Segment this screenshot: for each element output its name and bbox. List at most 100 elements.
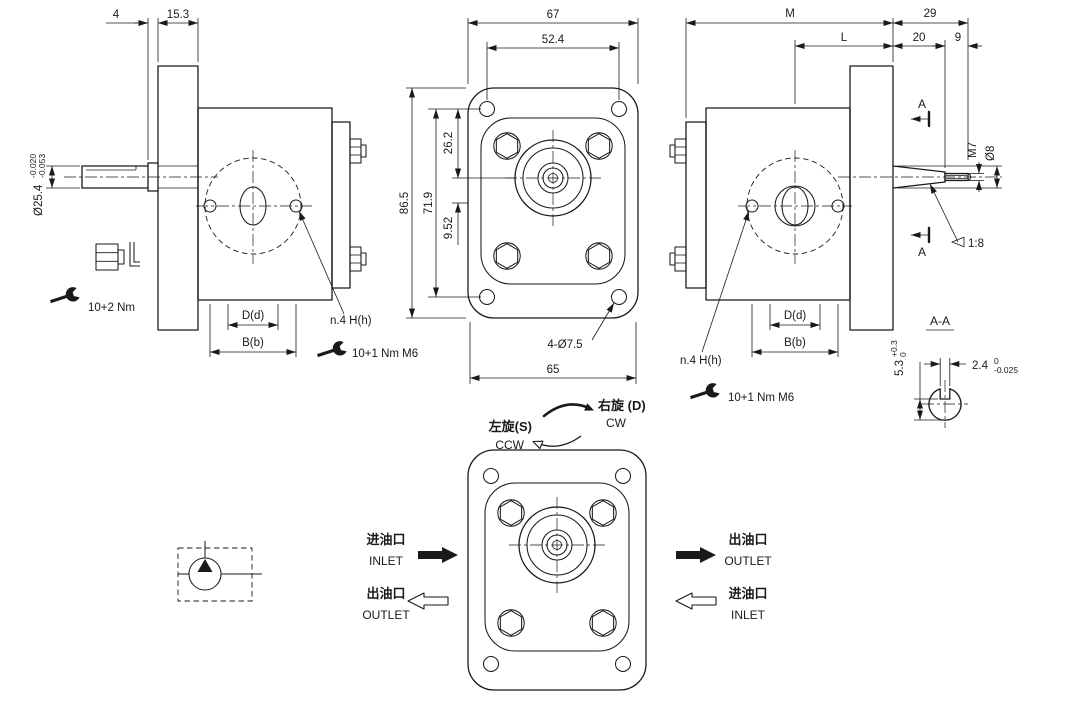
left-view-shaft [64,162,218,192]
cw-arrowhead [584,403,594,411]
pump-flow-triangle [197,559,213,572]
front-dim-65: 65 [469,322,637,384]
shaft-dia-label: Ø25.4 [33,184,45,216]
front-holes-note: 4-Ø7.5 [547,302,615,351]
right-holes-note: n.4 H(h) [680,210,750,367]
right-view-shaft [838,165,1002,189]
rotation-ccw: 左旋(S) CCW [489,419,582,452]
dim-M-label: M [785,8,795,20]
right-side-view: M 29 L 20 9 A A M7 [669,8,1002,405]
left-dim-shaft-dia: Ø25.4 -0.020 -0.053 [28,154,80,216]
right-dim-dd: D(d) [769,304,821,330]
right-view-pitch-circle [738,150,852,264]
right-dim-top: M 29 L 20 9 [685,8,982,168]
rotation-cw: 右旋 (D) CW [542,398,646,430]
keyway-width-label: 2.4 [972,360,989,372]
right-dim-thread: M7 Ø8 [897,142,1002,192]
cw-arrow [542,403,591,418]
ccw-arrow [536,435,582,447]
dim-bb-label: B(b) [784,337,806,349]
wrench-icon [688,381,721,405]
right-outlet-en: OUTLET [724,554,772,568]
dim-71-9-label: 71.9 [423,192,435,214]
left-view-outline [157,65,367,331]
front-dim-67: 67 [467,9,639,84]
left-dim-top: 4 15.3 [106,9,199,160]
shaft-tol-lower: -0.053 [37,154,47,178]
right-port-labels: 出油口 OUTLET 进油口 INLET [675,532,772,622]
keyway-width-tol-upper: 0 [994,356,999,366]
dim-L-label: L [841,32,848,44]
keyway-depth-tol-lower: 0 [898,352,908,357]
left-inlet-cn: 进油口 [366,532,405,547]
dim-bb-label: B(b) [242,337,264,349]
left-dim-dd: D(d) [227,304,279,330]
left-holes-note: n.4 H(h) [298,210,372,327]
dim-52-4-label: 52.4 [542,34,565,46]
dim-29-label: 29 [924,8,937,20]
keyway-depth-label: 5.3 [894,360,906,376]
front-dim-71-9: 71.9 [423,108,481,298]
dim-dd-label: D(d) [784,310,807,322]
front-view: 67 52.4 86.5 71.9 26.2 [399,9,639,384]
right-screw-torque-note: 10+1 Nm M6 [688,381,794,405]
section-mark-a-top: A [918,97,926,111]
dim-20-label: 20 [913,32,926,44]
shaft-tol-upper: -0.020 [28,154,38,178]
left-dim-bb: B(b) [209,304,297,357]
torque-note-label: 10+2 Nm [88,302,135,314]
holes-note-label: n.4 H(h) [330,315,372,327]
rotation-cw-en: CW [606,416,627,430]
keyway-width-dim: 2.4 0 -0.025 [924,356,1018,386]
rotation-ccw-cn: 左旋(S) [489,419,532,434]
left-port-labels: 进油口 INLET 出油口 OUTLET [362,532,458,622]
front-dim-86-5: 86.5 [399,87,466,319]
keyway-depth-tol-upper: +0.3 [889,340,899,357]
outlet-arrow [676,547,716,563]
front-dim-52-4: 52.4 [486,34,620,100]
inlet-arrow-hollow [675,592,717,610]
front-dim-9-52: 9.52 [443,168,468,245]
taper-note: 1:8 [929,183,984,250]
left-view-pitch-circle [196,150,312,264]
right-inlet-cn: 进油口 [728,586,767,601]
right-inlet-en: INLET [731,608,766,622]
left-side-view: 4 15.3 Ø25.4 -0.020 -0.053 10+2 Nm D(d) [28,9,418,363]
shaft-dia-8-label: Ø8 [985,146,997,161]
section-aa-view: A-A 2.4 0 -0.025 5.3 +0.3 0 [889,314,1018,428]
right-outlet-cn: 出油口 [728,532,767,547]
outlet-arrow-hollow [407,592,449,610]
left-screw-torque-note: 10+1 Nm M6 [315,339,418,363]
ccw-arrowhead [532,440,544,450]
port-view-outline [467,449,647,691]
holes-note-label: n.4 H(h) [680,355,722,367]
section-aa-title: A-A [930,314,950,328]
front-flange-outline [467,87,639,319]
dim-9-52-label: 9.52 [443,217,455,239]
dim-15-3-label: 15.3 [167,9,189,21]
dim-65-label: 65 [547,364,560,376]
dim-dd-label: D(d) [242,310,265,322]
dim-4-label: 4 [113,9,120,21]
rotation-cw-cn: 右旋 (D) [597,398,646,413]
wrench-icon [315,339,348,363]
taper-note-label: 1:8 [968,238,984,250]
left-inlet-en: INLET [369,554,404,568]
left-view-plug-and-pin [95,242,140,271]
screw-torque-label: 10+1 Nm M6 [352,348,418,360]
inlet-arrow [418,547,458,563]
section-marks: A A [911,97,931,259]
right-dim-bb: B(b) [751,304,839,357]
dim-26-2-label: 26.2 [443,132,455,154]
port-view: 右旋 (D) CW 左旋(S) CCW 进油口 INLET 出油口 OUTLET… [362,398,772,691]
front-holes-note-label: 4-Ø7.5 [547,339,582,351]
keyway-depth-dim: 5.3 +0.3 0 [889,340,946,421]
left-outlet-en: OUTLET [362,608,410,622]
keyway-width-tol-lower: -0.025 [994,365,1018,375]
right-view-outline [669,65,894,331]
dim-86-5-label: 86.5 [399,192,411,214]
dim-9-label: 9 [955,32,961,44]
left-outlet-cn: 出油口 [366,586,405,601]
